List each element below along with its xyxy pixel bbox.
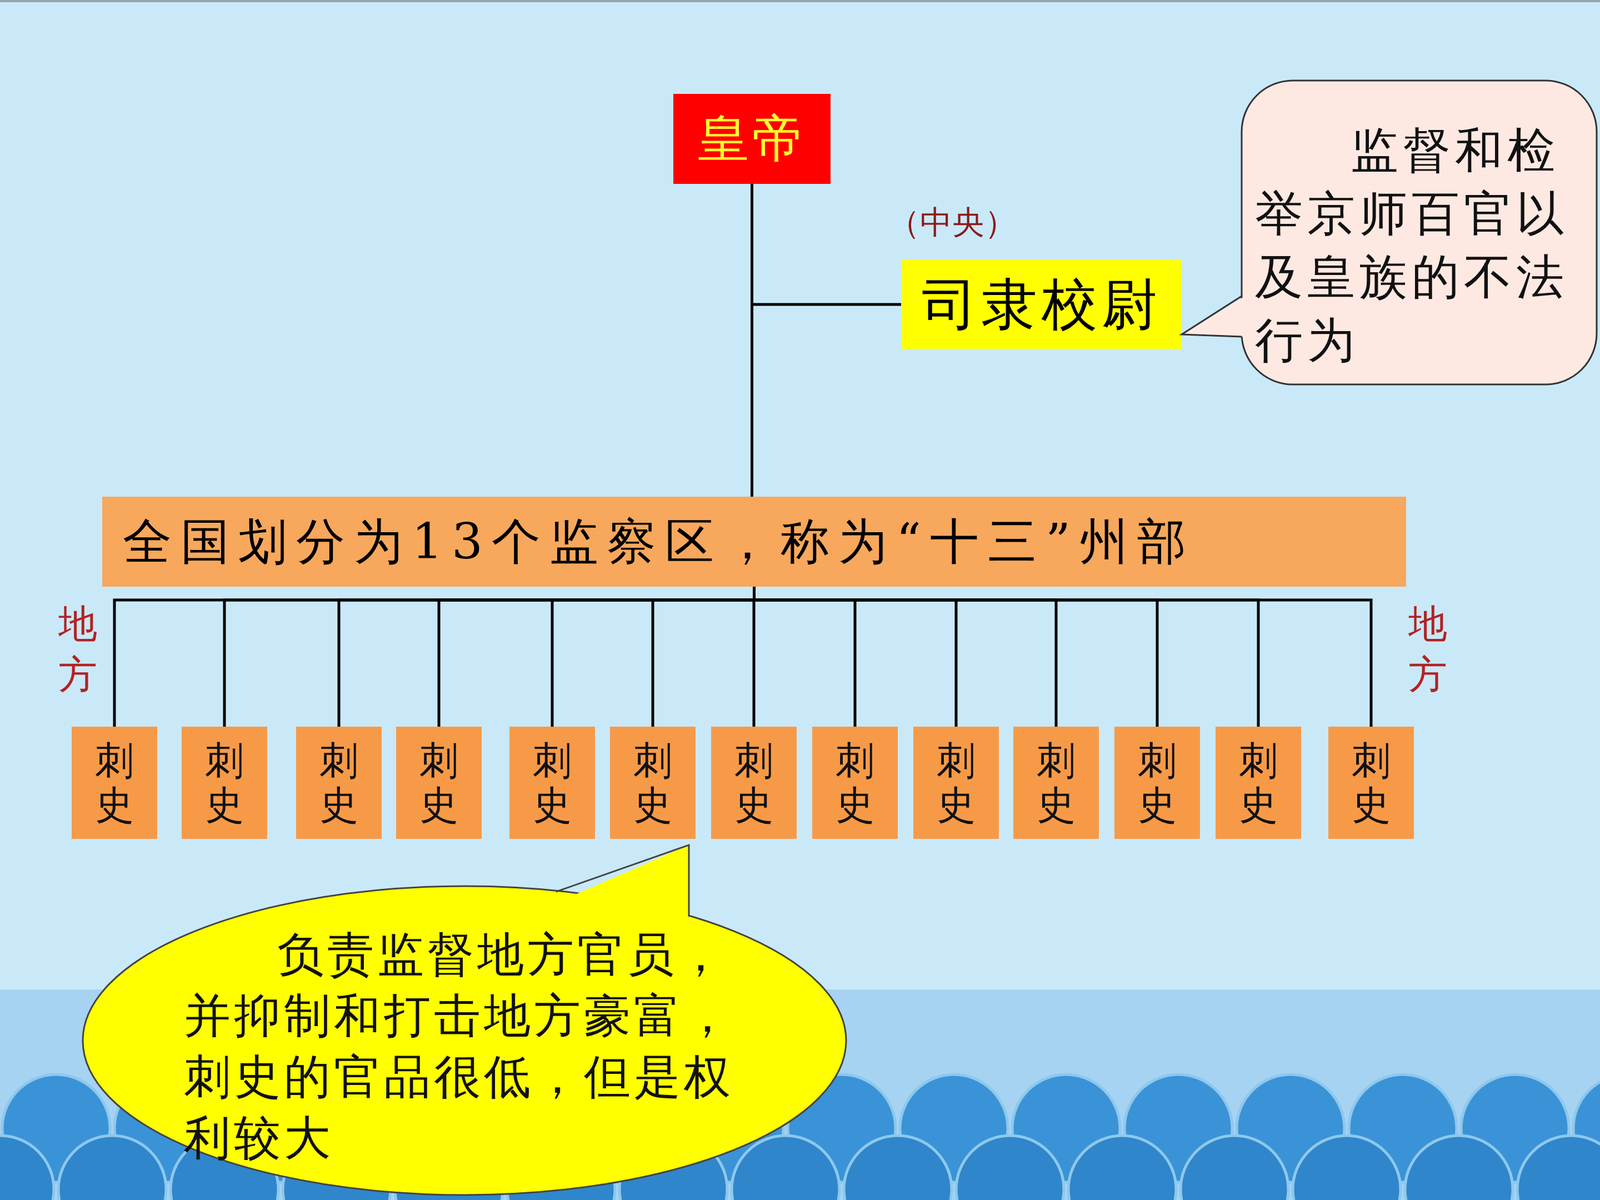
node-text: 刺史 xyxy=(95,738,134,828)
node-text: 刺史 xyxy=(1238,738,1278,828)
inspector-box: 刺史 xyxy=(296,726,382,839)
connector-line xyxy=(438,586,755,727)
node-text: 刺史 xyxy=(1036,738,1076,828)
inspector-box: 刺史 xyxy=(1328,726,1414,839)
node-text: 刺史 xyxy=(835,738,875,828)
inspector-box: 刺史 xyxy=(1114,726,1200,839)
side-label: 地方 xyxy=(1408,598,1448,700)
inspector-box: 刺史 xyxy=(812,726,898,839)
node-text: 刺史 xyxy=(1137,738,1177,828)
connector-line xyxy=(652,586,755,727)
connector-line xyxy=(338,586,755,727)
callout-bubble: 监督和检举京师百官以及皇族的不法行为 xyxy=(1240,79,1598,386)
inspector-box: 刺史 xyxy=(610,726,696,839)
region-label: （中央） xyxy=(887,201,1017,245)
callout-text: 监督和检举京师百官以及皇族的不法行为 xyxy=(1255,118,1584,372)
callout-ellipse: 负责监督地方官员，并抑制和打击地方豪富，刺史的官品很低，但是权利较大 xyxy=(81,885,848,1197)
node-text: 刺史 xyxy=(419,738,459,828)
connector-line xyxy=(752,586,757,727)
connector-line xyxy=(114,586,755,727)
connector-line xyxy=(754,586,1259,727)
inspector-box: 刺史 xyxy=(509,726,595,839)
connector-line xyxy=(750,183,754,497)
inspector-box: 刺史 xyxy=(711,726,797,839)
inspector-box: 刺史 xyxy=(1215,726,1302,839)
connector-line xyxy=(754,586,1372,727)
emperor-box: 皇帝 xyxy=(673,93,831,184)
connector-line xyxy=(752,183,902,305)
callout-text: 负责监督地方官员，并抑制和打击地方豪富，刺史的官品很低，但是权利较大 xyxy=(183,923,740,1169)
inspector-box: 刺史 xyxy=(396,726,482,839)
official-box: 司隶校尉 xyxy=(901,260,1182,349)
node-text: 皇帝 xyxy=(697,110,807,167)
connector-line xyxy=(552,586,755,727)
connector-line xyxy=(224,586,755,727)
inspector-box: 刺史 xyxy=(1013,726,1099,839)
node-text: 刺史 xyxy=(1351,738,1391,828)
node-text: 刺史 xyxy=(319,738,359,828)
connector-line xyxy=(754,586,856,727)
inspector-box: 刺史 xyxy=(913,726,999,839)
node-text: 刺史 xyxy=(936,738,976,828)
connector-line xyxy=(754,586,1158,727)
node-text: 刺史 xyxy=(633,738,673,828)
node-text: 刺史 xyxy=(532,738,572,828)
inspector-box: 刺史 xyxy=(71,726,158,839)
side-label: 地方 xyxy=(58,598,98,700)
node-text: 刺史 xyxy=(734,738,774,828)
connector-line xyxy=(754,586,957,727)
inspector-box: 刺史 xyxy=(181,726,268,839)
node-text: 刺史 xyxy=(205,738,244,828)
node-text: 全国划分为13个监察区，称为“十三”州部 xyxy=(122,515,1195,569)
region-band: 全国划分为13个监察区，称为“十三”州部 xyxy=(102,496,1407,587)
node-text: 司隶校尉 xyxy=(921,273,1162,335)
connector-line xyxy=(754,586,1057,727)
